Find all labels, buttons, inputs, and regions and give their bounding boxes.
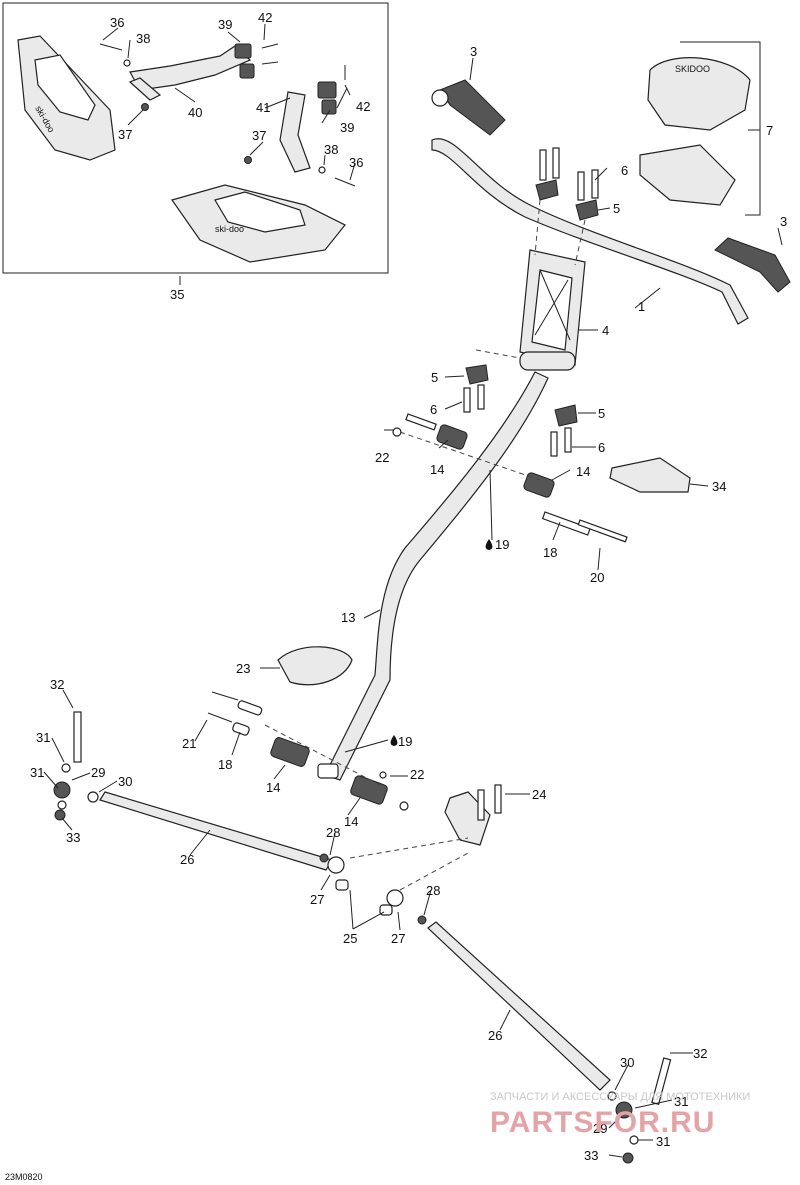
callout-14: 14: [430, 462, 444, 477]
kit-hardware: [99, 43, 356, 187]
callout-24: 24: [532, 787, 546, 802]
riser-clamps: [463, 147, 599, 457]
callout-38: 38: [324, 142, 338, 157]
callout-32: 32: [693, 1046, 707, 1061]
callout-34: 34: [712, 479, 726, 494]
callout-31: 31: [36, 730, 50, 745]
callout-6: 6: [598, 440, 605, 455]
column-cover: [277, 646, 353, 686]
callout-36: 36: [349, 155, 363, 170]
ball-joints: [319, 853, 427, 925]
handlebar-pad: SKIDOO: [639, 57, 751, 206]
callout-31: 31: [674, 1094, 688, 1109]
riser-block: [519, 249, 586, 371]
callout-26: 26: [488, 1028, 502, 1043]
callout-14: 14: [344, 814, 358, 829]
callout-22: 22: [375, 450, 389, 465]
callout-7: 7: [766, 123, 773, 138]
callout-18: 18: [218, 757, 232, 772]
callout-14: 14: [576, 464, 590, 479]
callout-14: 14: [266, 780, 280, 795]
callout-labels: 1 3 3 4 5 5 5 6 6 6 7 13 14 14 14 14 18 …: [30, 10, 787, 1163]
callout-33: 33: [66, 830, 80, 845]
callout-36: 36: [110, 15, 124, 30]
callout-1: 1: [638, 299, 645, 314]
callout-31: 31: [656, 1134, 670, 1149]
callout-29: 29: [91, 765, 105, 780]
tie-rod-end-left: [53, 711, 99, 821]
mount-bracket-left: [128, 43, 255, 101]
kit-frame: [2, 2, 389, 274]
callout-22: 22: [410, 767, 424, 782]
callout-13: 13: [341, 610, 355, 625]
callout-21: 21: [182, 736, 196, 751]
guard-brand-right: ski-doo: [215, 224, 244, 234]
callout-39: 39: [218, 17, 232, 32]
oil-drop-icon: [485, 539, 493, 550]
callout-37: 37: [252, 128, 266, 143]
callout-26: 26: [180, 852, 194, 867]
callout-30: 30: [118, 774, 132, 789]
steering-column: [324, 371, 549, 781]
callout-31: 31: [30, 765, 44, 780]
callout-18: 18: [543, 545, 557, 560]
callout-39: 39: [340, 120, 354, 135]
callout-42: 42: [258, 10, 272, 25]
handlebar-tube: [431, 138, 749, 325]
callout-19: 19: [495, 537, 509, 552]
callout-20: 20: [590, 570, 604, 585]
callout-28: 28: [426, 883, 440, 898]
callout-40: 40: [188, 105, 202, 120]
callout-35: 35: [170, 287, 184, 302]
watermark-logo: PARTSFOR.RU: [490, 1106, 715, 1139]
callout-32: 32: [50, 677, 64, 692]
watermark: ЗАПЧАСТИ И АКСЕССУАРЫ ДЛЯ МОТОТЕХНИКИ PA…: [490, 1091, 750, 1139]
oil-drop-icon: [390, 735, 398, 746]
diagram-code: 23M0820: [5, 1172, 43, 1182]
leader-lines: [43, 23, 783, 1158]
callout-42: 42: [356, 99, 370, 114]
callout-3: 3: [780, 214, 787, 229]
callout-6: 6: [621, 163, 628, 178]
handguard-kit: ski-doo ski-doo: [2, 2, 389, 274]
callout-30: 30: [620, 1055, 634, 1070]
callout-33: 33: [584, 1148, 598, 1163]
left-hand-guard: ski-doo: [17, 35, 116, 161]
mount-plate: [609, 457, 691, 493]
callout-4: 4: [602, 323, 609, 338]
tie-rod-lower: [427, 921, 611, 1091]
callout-23: 23: [236, 661, 250, 676]
callout-41: 41: [256, 100, 270, 115]
steering-bracket: [444, 784, 502, 846]
grip-right: [714, 237, 791, 293]
callout-5: 5: [431, 370, 438, 385]
callout-3: 3: [470, 44, 477, 59]
callout-5: 5: [613, 201, 620, 216]
pad-logo: SKIDOO: [675, 64, 710, 74]
callout-25: 25: [343, 931, 357, 946]
callout-37: 37: [118, 127, 132, 142]
callout-29: 29: [593, 1121, 607, 1136]
callout-19: 19: [398, 734, 412, 749]
callout-28: 28: [326, 825, 340, 840]
callout-38: 38: [136, 31, 150, 46]
right-hand-guard: ski-doo: [171, 184, 346, 263]
callout-27: 27: [391, 931, 405, 946]
callout-27: 27: [310, 892, 324, 907]
tie-rod-end-right: [607, 1057, 672, 1164]
lower-column-clamps: [207, 691, 409, 811]
callout-5: 5: [598, 406, 605, 421]
mount-bracket-right: [279, 81, 337, 173]
callout-6: 6: [430, 402, 437, 417]
tie-rod-upper: [99, 791, 333, 871]
grip-left: [431, 79, 506, 136]
watermark-tagline: ЗАПЧАСТИ И АКСЕССУАРЫ ДЛЯ МОТОТЕХНИКИ: [490, 1091, 750, 1103]
